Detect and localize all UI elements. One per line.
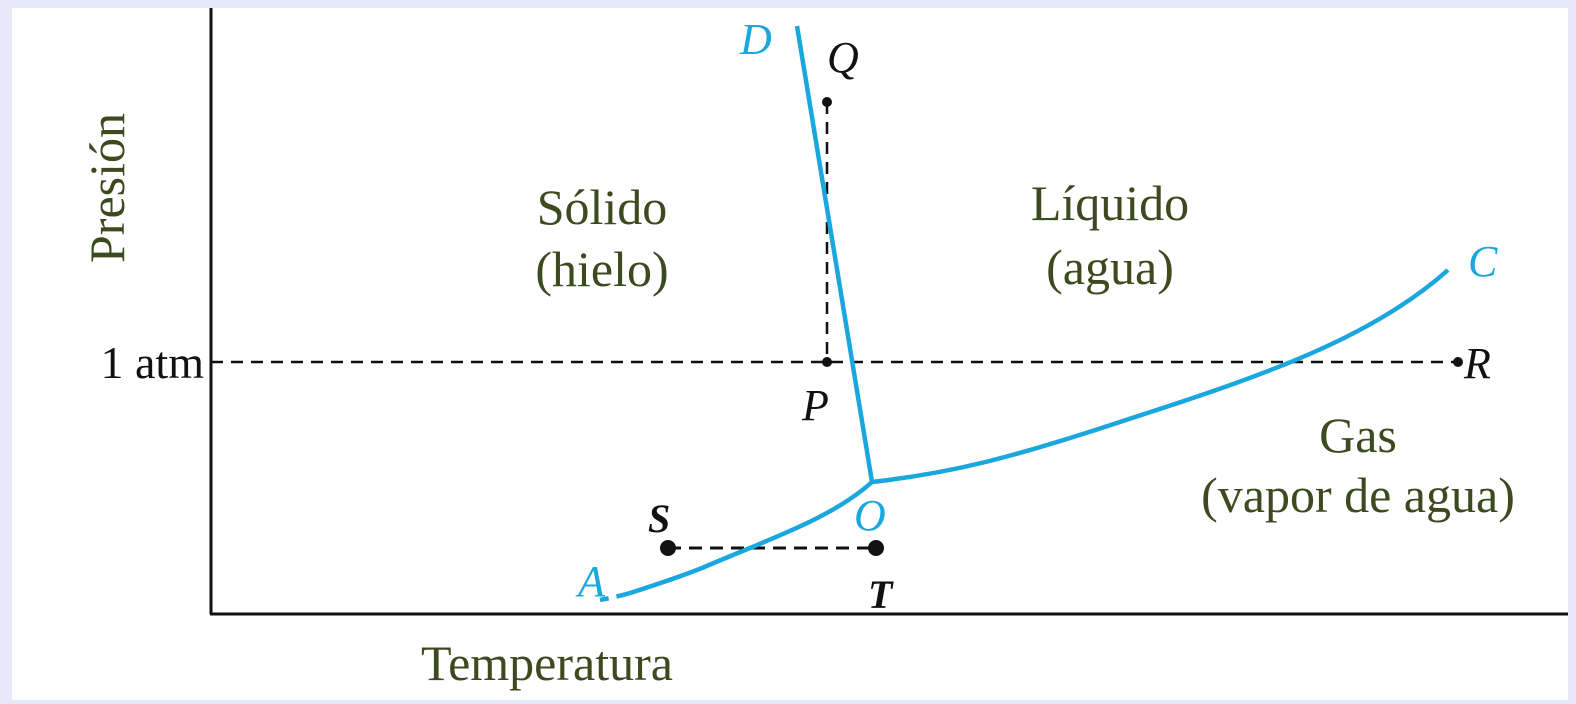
point-r-marker <box>1453 357 1463 367</box>
point-label-t: T <box>868 572 894 617</box>
phase-diagram-svg: D C A O Q P R S T Sólido (hielo) Líquido… <box>79 8 1568 691</box>
curve-label-o: O <box>854 491 886 540</box>
region-solid-note: (hielo) <box>535 241 668 297</box>
point-p-marker <box>822 357 832 367</box>
point-t-marker <box>868 540 884 556</box>
sublimation-curve-oa <box>629 480 874 596</box>
curve-label-c: C <box>1468 237 1498 286</box>
x-axis-title: Temperatura <box>421 635 673 691</box>
y-axis-title: Presión <box>79 113 135 263</box>
vaporization-curve-oc <box>871 268 1450 485</box>
region-liquid-note: (agua) <box>1046 239 1174 295</box>
sublimation-curve-dashed-tail <box>599 590 631 603</box>
point-q-marker <box>822 97 832 107</box>
phase-diagram: D C A O Q P R S T Sólido (hielo) Líquido… <box>12 8 1568 700</box>
curve-label-d: D <box>739 15 772 64</box>
region-liquid-name: Líquido <box>1031 175 1189 231</box>
point-label-q: Q <box>827 33 859 82</box>
y-tick-1-atm: 1 atm <box>101 337 205 388</box>
point-label-p: P <box>801 381 829 430</box>
point-label-r: R <box>1463 339 1491 388</box>
point-label-s: S <box>648 496 670 541</box>
region-gas-name: Gas <box>1319 407 1397 463</box>
region-gas-note: (vapor de agua) <box>1201 467 1515 523</box>
point-s-marker <box>660 540 676 556</box>
curve-label-a: A <box>575 557 606 606</box>
region-solid-name: Sólido <box>537 179 668 235</box>
melting-curve-od <box>794 25 875 483</box>
